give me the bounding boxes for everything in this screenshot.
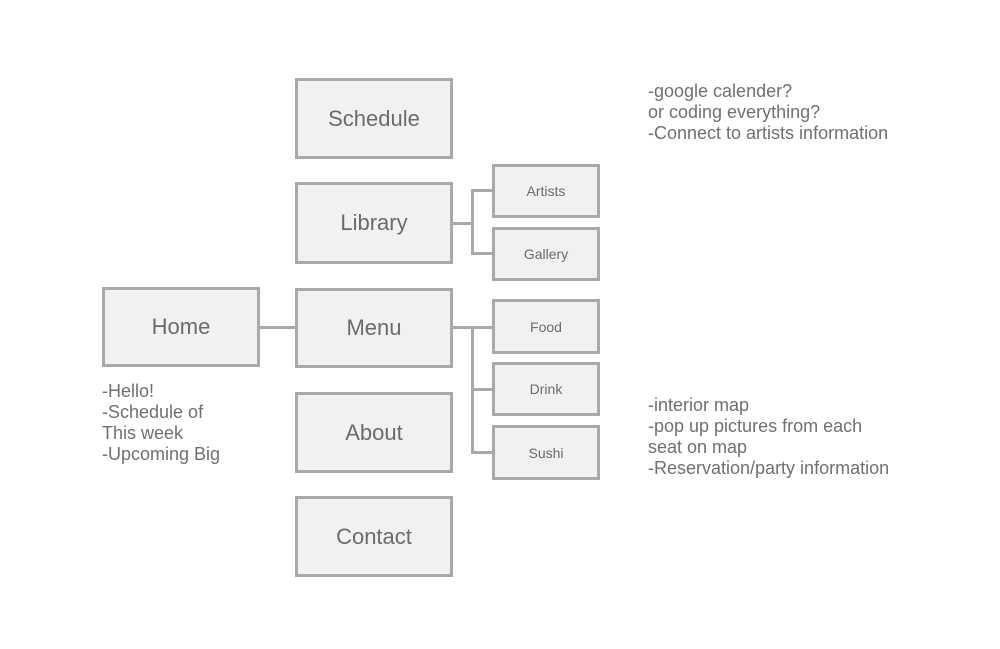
menu-branch-stub (452, 326, 473, 329)
contact-node-label: Contact (336, 523, 412, 549)
menu-to-sushi-connector (471, 451, 494, 454)
food-node-label: Food (530, 318, 562, 335)
food-node: Food (492, 299, 600, 354)
schedule-node: Schedule (295, 78, 453, 159)
about-node: About (295, 392, 453, 473)
home-note-line: -Upcoming Big (102, 444, 221, 464)
library-to-artists-connector (471, 189, 494, 192)
schedule-notes: -google calender? or coding everything? … (648, 81, 888, 144)
library-branch-vertical (471, 189, 474, 255)
artists-node-label: Artists (526, 183, 566, 199)
home-node: Home (102, 287, 260, 367)
home-note-line: -Hello! (102, 381, 155, 401)
menu-to-food-connector (471, 326, 494, 329)
library-node: Library (295, 182, 453, 264)
drink-node-label: Drink (529, 381, 563, 397)
menu-node-label: Menu (346, 315, 402, 340)
schedule-node-label: Schedule (328, 105, 420, 131)
library-branch-stub (452, 222, 473, 225)
menu-to-drink-connector (471, 388, 494, 391)
schedule-note-line: -google calender? (648, 81, 793, 101)
artists-node: Artists (492, 164, 600, 218)
about-note-line: -interior map (648, 395, 750, 415)
gallery-node-label: Gallery (523, 246, 569, 262)
about-note-line: -Reservation/party information (648, 458, 890, 478)
library-to-gallery-connector (471, 252, 494, 255)
home-node-label: Home (151, 314, 211, 339)
about-node-label: About (345, 419, 403, 445)
contact-node: Contact (295, 496, 453, 577)
about-notes: -interior map -pop up pictures from each… (648, 395, 889, 479)
sushi-node-label: Sushi (528, 444, 564, 461)
about-note-line: -pop up pictures from each (648, 416, 863, 436)
schedule-note-line: or coding everything? (648, 102, 821, 122)
library-node-label: Library (340, 210, 408, 235)
drink-node: Drink (492, 362, 600, 416)
menu-node: Menu (295, 288, 453, 368)
home-to-menu-connector (258, 326, 296, 329)
gallery-node: Gallery (492, 227, 600, 281)
home-note-line: -Schedule of (102, 402, 204, 422)
schedule-note-line: -Connect to artists information (648, 123, 889, 143)
home-notes: -Hello! -Schedule of This week -Upcoming… (102, 381, 220, 465)
about-note-line: seat on map (648, 437, 748, 457)
sushi-node: Sushi (492, 425, 600, 480)
home-note-line: This week (102, 423, 184, 443)
